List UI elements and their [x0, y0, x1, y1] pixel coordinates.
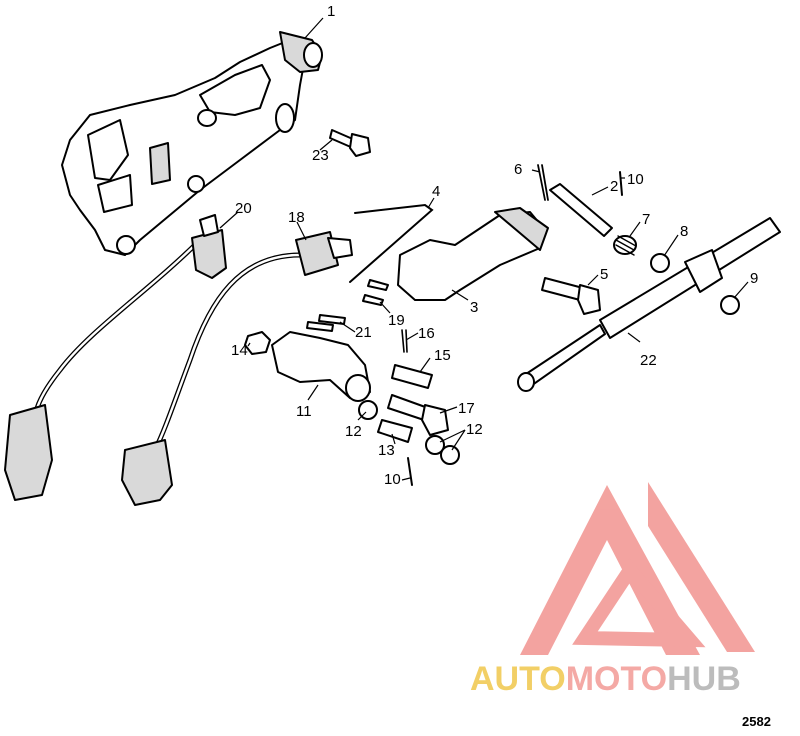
part-7-spring [613, 235, 637, 256]
part-17-bolt [387, 394, 449, 436]
part-18-switch-harness [121, 231, 353, 506]
watermark-part1: AUTO [470, 660, 566, 698]
part-11-lever [271, 331, 371, 402]
callout-19: 19 [388, 312, 405, 329]
callout-23: 23 [312, 147, 329, 164]
part-21-screws [306, 314, 346, 332]
callout-1: 1 [327, 3, 335, 20]
watermark-part2: MOTO [566, 660, 667, 698]
callout-22: 22 [640, 352, 657, 369]
callout-10-upper: 10 [627, 171, 644, 188]
part-1-bracket [61, 31, 323, 256]
part-14-nut [244, 331, 271, 355]
watermark-text: AUTOMOTOHUB [470, 660, 741, 698]
watermark-part3: HUB [667, 660, 741, 698]
callout-11: 11 [296, 403, 312, 420]
part-9-washer [720, 295, 740, 315]
callout-10-lower: 10 [384, 471, 401, 488]
part-20-sensor-harness [4, 214, 227, 501]
callout-7: 7 [642, 211, 650, 228]
callout-16: 16 [418, 325, 435, 342]
part-3-lever [397, 207, 549, 301]
part-13-pin [377, 419, 413, 443]
part-10-pin-upper [619, 171, 623, 196]
callout-4: 4 [432, 183, 440, 200]
callout-12-left: 12 [345, 423, 362, 440]
part-16-cotter-pin [401, 329, 408, 353]
part-2-pin [549, 183, 613, 237]
callout-17: 17 [458, 400, 475, 417]
figure-number: 2582 [742, 714, 771, 729]
part-12-washer-right-b [440, 445, 460, 465]
part-23-bolt [329, 129, 371, 157]
part-6-cotter-pin [537, 164, 549, 201]
callout-21: 21 [355, 324, 372, 341]
callout-12-right: 12 [466, 421, 483, 438]
callout-6: 6 [514, 161, 522, 178]
callout-2: 2 [610, 178, 618, 195]
part-10-pin-lower [407, 457, 413, 486]
part-8-washer [650, 253, 670, 273]
part-15-pin [391, 364, 433, 389]
callout-9: 9 [750, 270, 758, 287]
callout-8: 8 [680, 223, 688, 240]
callout-13: 13 [378, 442, 395, 459]
part-19-screws [362, 279, 389, 306]
leader-lines [219, 17, 749, 481]
callout-3: 3 [470, 299, 478, 316]
callout-14: 14 [231, 342, 248, 359]
callout-5: 5 [600, 266, 608, 283]
watermark-logo-icon [520, 482, 755, 655]
callout-labels: 1 2 3 4 5 6 7 8 9 10 10 11 12 12 13 14 1… [231, 3, 758, 488]
callout-20: 20 [235, 200, 252, 217]
callout-18: 18 [288, 209, 305, 226]
part-22-cylinder [517, 217, 781, 392]
part-12-washer-right-a [425, 435, 445, 455]
part-5-bolt [541, 277, 601, 315]
callout-15: 15 [434, 347, 451, 364]
